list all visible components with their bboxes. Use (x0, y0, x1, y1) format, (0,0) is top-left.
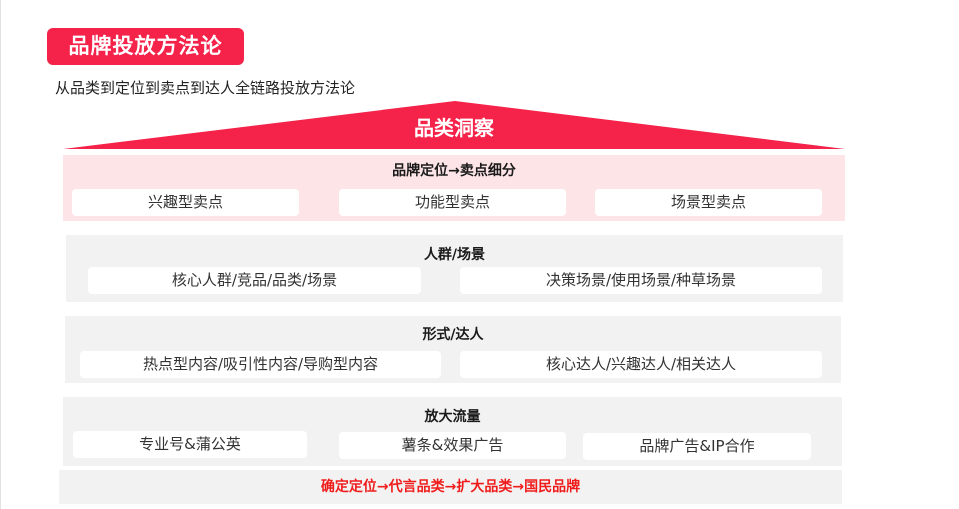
chip-function-selling-point: 功能型卖点 (339, 189, 566, 216)
layer-title: 人群/场景 (423, 247, 486, 263)
layer-title: 放大流量 (424, 409, 481, 425)
chip-pro-account-dandelion: 专业号&蒲公英 (73, 431, 307, 458)
chip-brand-ads-ip: 品牌广告&IP合作 (583, 433, 811, 460)
layer-audience-scene: 人群/场景 核心人群/竞品/品类/场景 决策场景/使用场景/种草场景 (66, 235, 843, 302)
chip-core-audience: 核心人群/竞品/品类/场景 (88, 267, 421, 294)
chip-content-types: 热点型内容/吸引性内容/导购型内容 (80, 351, 441, 378)
brand-growth-path-text: 确定定位→代言品类→扩大品类→国民品牌 (320, 479, 581, 495)
chip-interest-selling-point: 兴趣型卖点 (72, 189, 299, 216)
layer-format-influencer: 形式/达人 热点型内容/吸引性内容/导购型内容 核心达人/兴趣达人/相关达人 (65, 316, 841, 383)
chip-decision-scene: 决策场景/使用场景/种草场景 (460, 267, 822, 294)
page-subtitle: 从品类到定位到卖点到达人全链路投放方法论 (55, 79, 356, 97)
layer-positioning: 品牌定位→卖点细分 兴趣型卖点 功能型卖点 场景型卖点 (63, 155, 845, 221)
roof-triangle (63, 101, 845, 149)
chip-scene-selling-point: 场景型卖点 (595, 189, 822, 216)
left-border (0, 0, 1, 509)
layer-amplify-traffic: 放大流量 专业号&蒲公英 薯条&效果广告 品牌广告&IP合作 (63, 397, 842, 466)
roof-triangle-shape (63, 101, 845, 149)
chip-chips-performance-ads: 薯条&效果广告 (339, 432, 566, 459)
roof-label: 品类洞察 (414, 116, 494, 140)
layer-title: 形式/达人 (422, 327, 484, 343)
brand-growth-path: 确定定位→代言品类→扩大品类→国民品牌 (59, 470, 842, 504)
chip-influencer-types: 核心达人/兴趣达人/相关达人 (460, 351, 822, 378)
page-title: 品牌投放方法论 (47, 28, 244, 65)
layer-title: 品牌定位→卖点细分 (392, 163, 516, 179)
